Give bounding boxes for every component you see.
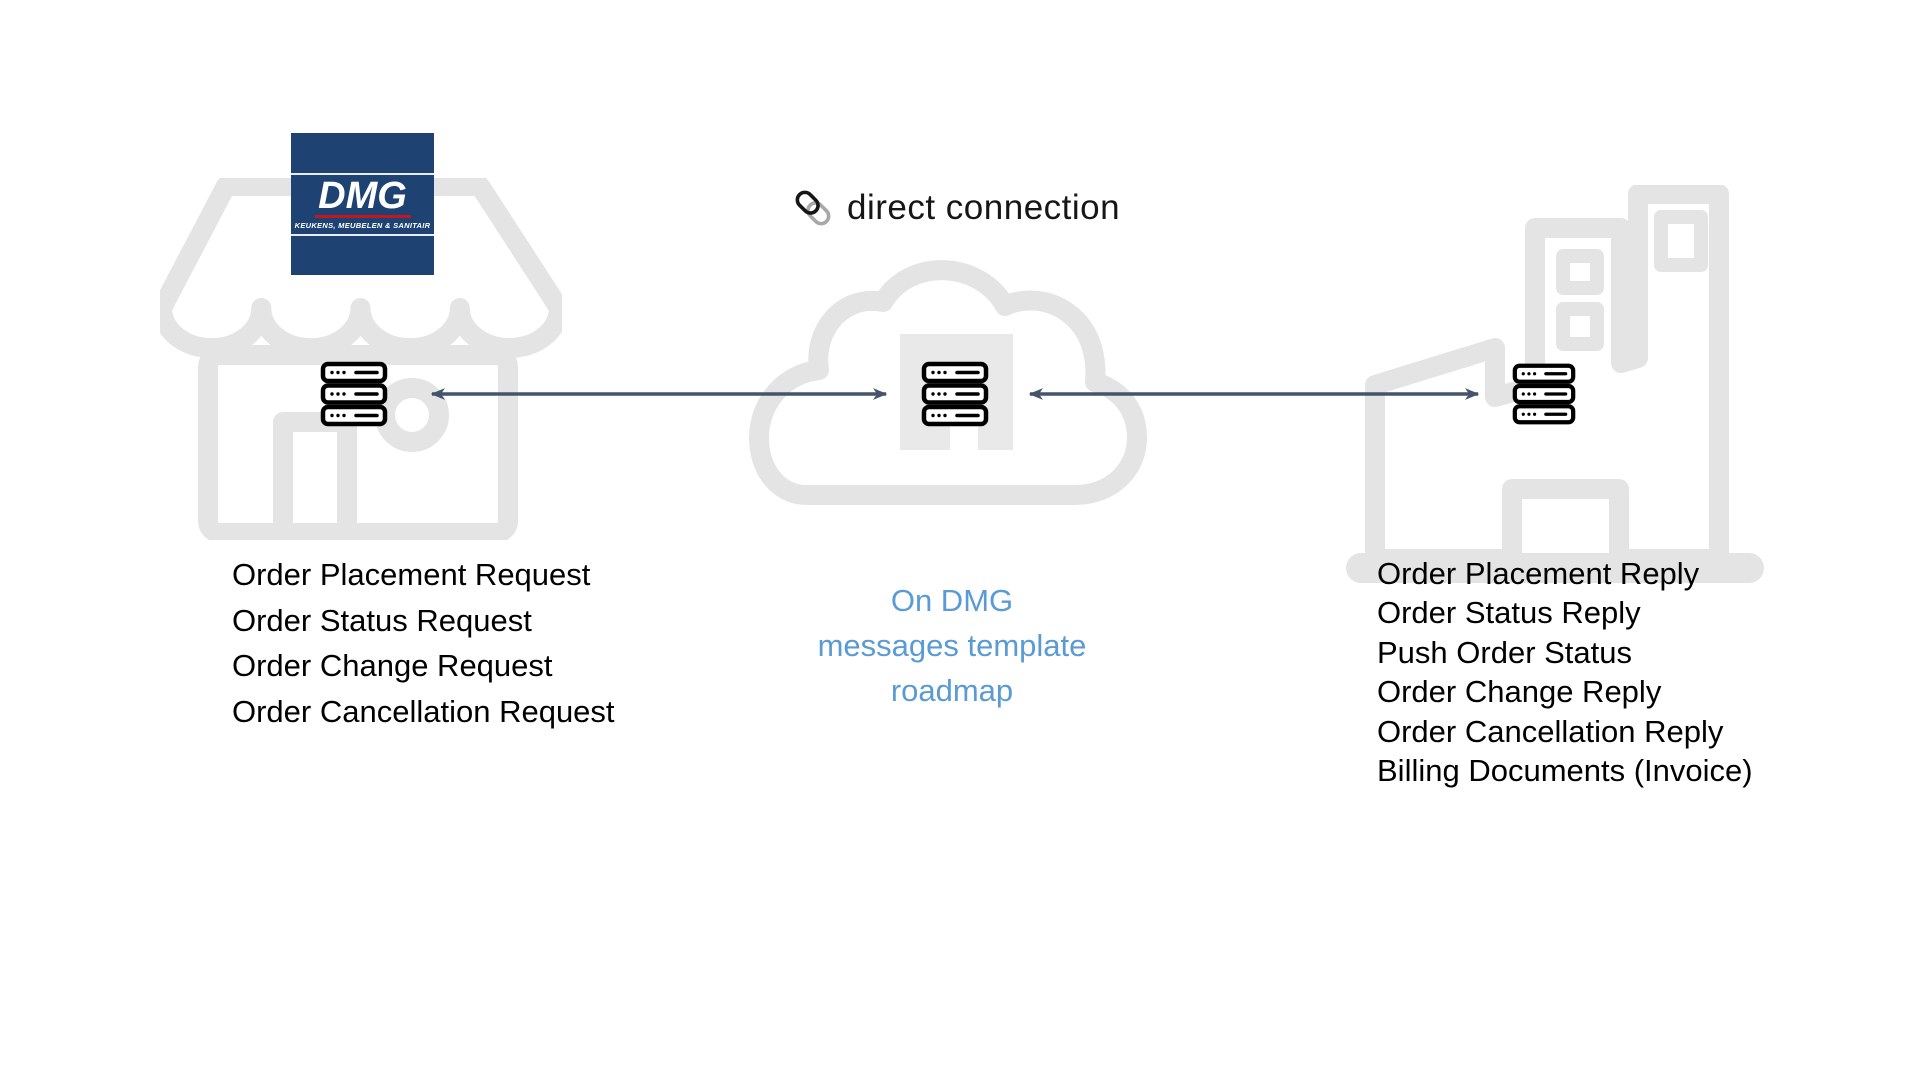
server-stack-icon-store bbox=[320, 361, 388, 427]
message-line: Order Cancellation Request bbox=[232, 693, 615, 729]
note-line: On DMG bbox=[890, 583, 1014, 618]
dmg-logo-band: DMG KEUKENS, MEUBELEN & SANITAIR bbox=[291, 172, 434, 236]
server-unit bbox=[1512, 404, 1576, 425]
message-line: Order Status Request bbox=[232, 602, 532, 638]
server-unit bbox=[1512, 363, 1576, 384]
server-unit bbox=[320, 383, 388, 405]
server-unit bbox=[921, 404, 989, 427]
cloud-roadmap-note: On DMG messages template roadmap bbox=[752, 578, 1152, 713]
server-stack-icon-factory bbox=[1512, 363, 1576, 425]
server-stack-icon-cloud bbox=[921, 361, 989, 427]
message-line: Order Status Reply bbox=[1377, 595, 1641, 631]
note-line: roadmap bbox=[890, 673, 1014, 708]
left-message-list: Order Placement Request Order Status Req… bbox=[232, 552, 615, 734]
cloud-icon bbox=[749, 260, 1147, 505]
link-icon bbox=[795, 190, 831, 226]
message-line: Push Order Status bbox=[1377, 634, 1633, 670]
server-unit bbox=[320, 404, 388, 427]
dmg-logo: DMG KEUKENS, MEUBELEN & SANITAIR bbox=[291, 133, 434, 275]
server-unit bbox=[1512, 383, 1576, 405]
message-line: Order Placement Request bbox=[232, 557, 591, 592]
right-message-list: Order Placement Reply Order Status Reply… bbox=[1377, 554, 1753, 790]
server-unit bbox=[921, 361, 989, 384]
message-line: Billing Documents (Invoice) bbox=[1377, 753, 1753, 789]
message-line: Order Change Reply bbox=[1377, 674, 1662, 710]
factory-window bbox=[1556, 249, 1604, 295]
message-line: Order Change Request bbox=[232, 648, 553, 683]
store-door bbox=[273, 412, 357, 540]
factory-window bbox=[1556, 302, 1604, 351]
dmg-logo-title: DMG bbox=[318, 174, 407, 217]
factory-window bbox=[1654, 210, 1708, 272]
note-line: messages template bbox=[817, 628, 1087, 663]
dmg-logo-underline bbox=[314, 214, 411, 218]
server-unit bbox=[921, 383, 989, 405]
message-line: Order Placement Reply bbox=[1377, 556, 1700, 591]
factory-door bbox=[1502, 479, 1629, 569]
dmg-logo-subtitle: KEUKENS, MEUBELEN & SANITAIR bbox=[294, 220, 431, 230]
direct-connection-label-group: direct connection bbox=[792, 186, 1120, 230]
cloud-silhouette-notch bbox=[950, 424, 978, 450]
message-line: Order Cancellation Reply bbox=[1377, 713, 1724, 749]
direct-connection-label: direct connection bbox=[847, 188, 1121, 227]
server-unit bbox=[320, 361, 388, 384]
